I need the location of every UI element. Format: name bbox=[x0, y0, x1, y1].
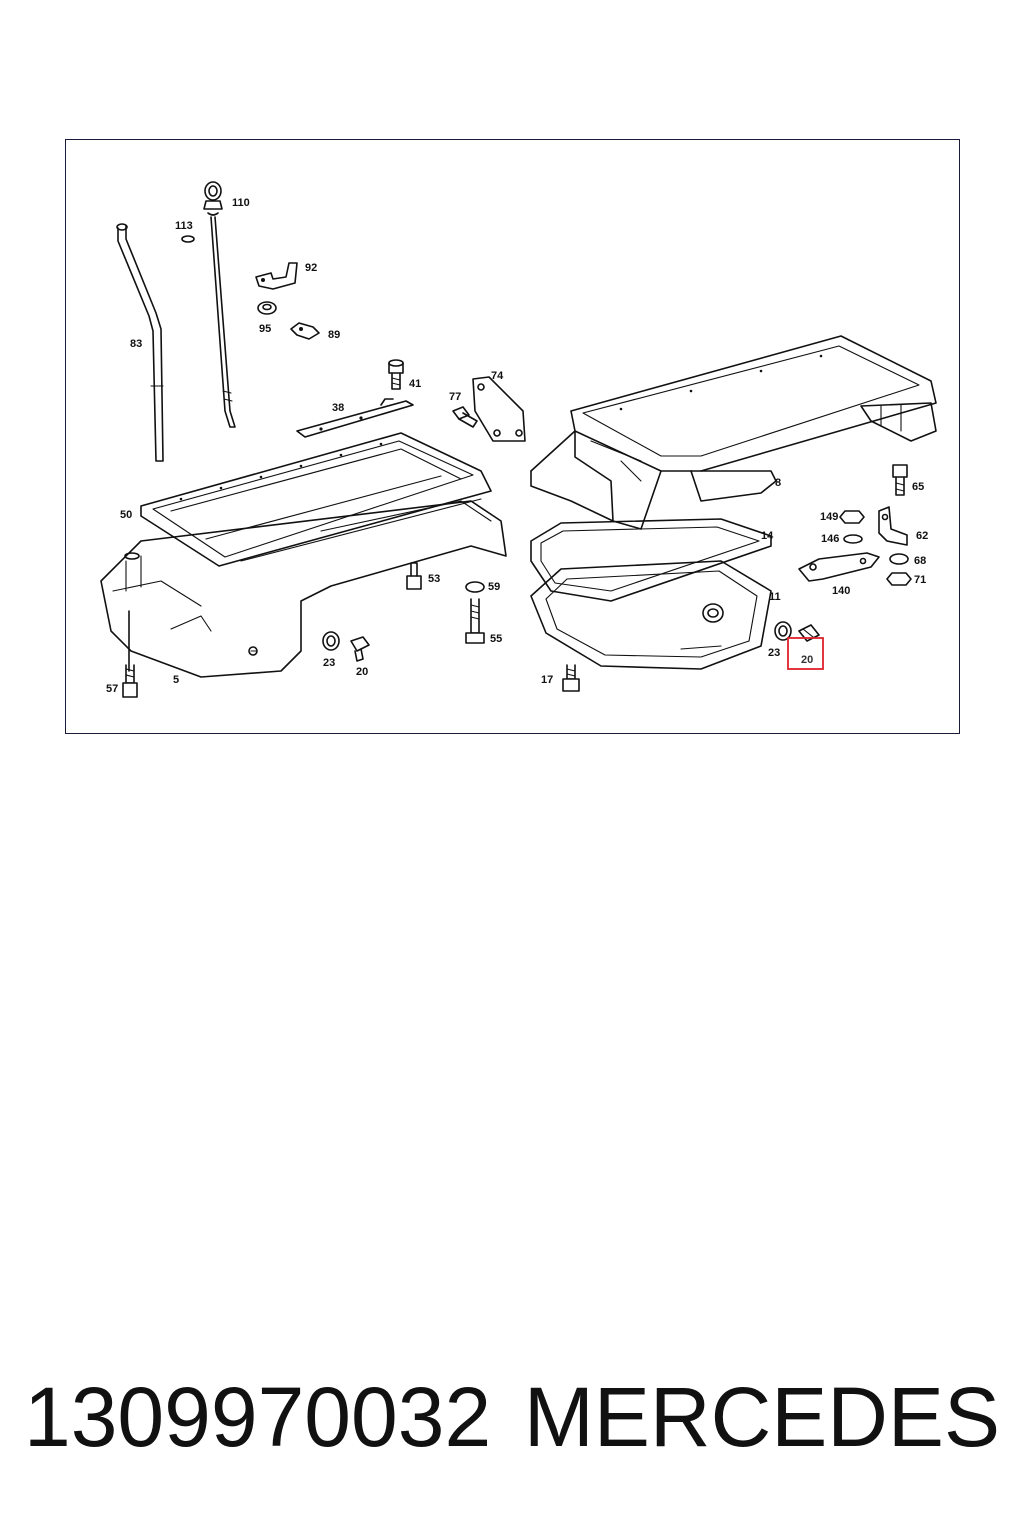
label-62: 62 bbox=[916, 530, 928, 542]
label-89: 89 bbox=[328, 329, 340, 341]
label-68: 68 bbox=[914, 555, 926, 567]
label-11: 11 bbox=[769, 591, 781, 603]
washer-68 bbox=[889, 553, 909, 565]
label-113: 113 bbox=[175, 220, 193, 232]
bolt bbox=[388, 359, 404, 390]
highlight-box bbox=[787, 637, 824, 670]
label-5: 5 bbox=[173, 674, 179, 686]
label-59: 59 bbox=[488, 581, 500, 593]
socket-bolt bbox=[122, 664, 138, 698]
label-71: 71 bbox=[914, 574, 926, 586]
oil-pan-gasket-lower bbox=[530, 518, 772, 602]
label-41: 41 bbox=[409, 378, 421, 390]
label-20-highlighted: 20 bbox=[801, 654, 813, 666]
hex-nut bbox=[839, 510, 865, 524]
label-53: 53 bbox=[428, 573, 440, 585]
label-146: 146 bbox=[821, 533, 839, 545]
sealing-ring-right bbox=[774, 621, 792, 641]
o-ring bbox=[181, 235, 195, 243]
nut-71 bbox=[886, 572, 912, 586]
label-149: 149 bbox=[820, 511, 838, 523]
label-8: 8 bbox=[775, 477, 781, 489]
bracket-strip bbox=[296, 398, 414, 438]
label-23-left: 23 bbox=[323, 657, 335, 669]
label-95: 95 bbox=[259, 323, 271, 335]
product-caption: 1309970032 MERCEDES bbox=[0, 1362, 1024, 1472]
washer bbox=[465, 581, 485, 593]
label-38: 38 bbox=[332, 402, 344, 414]
long-bolt bbox=[465, 598, 485, 644]
washer-146 bbox=[843, 534, 863, 544]
mounting-plate bbox=[798, 552, 880, 582]
oil-pan-upper-section bbox=[530, 335, 937, 530]
angle-bracket bbox=[878, 506, 908, 546]
label-14: 14 bbox=[761, 530, 774, 542]
label-77: 77 bbox=[449, 391, 461, 403]
label-140: 140 bbox=[832, 585, 850, 597]
label-110: 110 bbox=[232, 197, 250, 209]
label-74: 74 bbox=[491, 370, 504, 382]
hex-bolt bbox=[452, 406, 478, 428]
grommet bbox=[257, 301, 277, 315]
label-65: 65 bbox=[912, 481, 924, 493]
label-23-right: 23 bbox=[768, 647, 780, 659]
stud-nut bbox=[406, 562, 422, 590]
bracket-bolt bbox=[892, 464, 908, 496]
mounting-bracket bbox=[472, 376, 526, 442]
label-50: 50 bbox=[120, 509, 132, 521]
pan-bolt bbox=[562, 664, 580, 692]
label-20-left: 20 bbox=[356, 666, 368, 678]
label-57: 57 bbox=[106, 683, 118, 695]
retaining-clip bbox=[290, 322, 320, 340]
label-92: 92 bbox=[305, 262, 317, 274]
sealing-ring bbox=[322, 631, 340, 651]
brand-name: MERCEDES bbox=[523, 1369, 1000, 1464]
drain-plug bbox=[350, 636, 370, 662]
exploded-view-drawing: 110 113 92 95 89 83 41 74 77 38 50 53 59… bbox=[100, 181, 937, 698]
label-55: 55 bbox=[490, 633, 502, 645]
oil-sump bbox=[530, 560, 772, 670]
dipstick bbox=[203, 181, 236, 428]
part-number: 1309970032 bbox=[24, 1369, 492, 1464]
parts-diagram: 110 113 92 95 89 83 41 74 77 38 50 53 59… bbox=[65, 139, 960, 734]
oil-pan-gasket-upper bbox=[140, 432, 492, 567]
oil-pan-lower-section bbox=[100, 498, 507, 678]
dipstick-guide-tube bbox=[116, 223, 164, 462]
label-17: 17 bbox=[541, 674, 553, 686]
clip bbox=[255, 262, 298, 290]
label-83: 83 bbox=[130, 338, 142, 350]
